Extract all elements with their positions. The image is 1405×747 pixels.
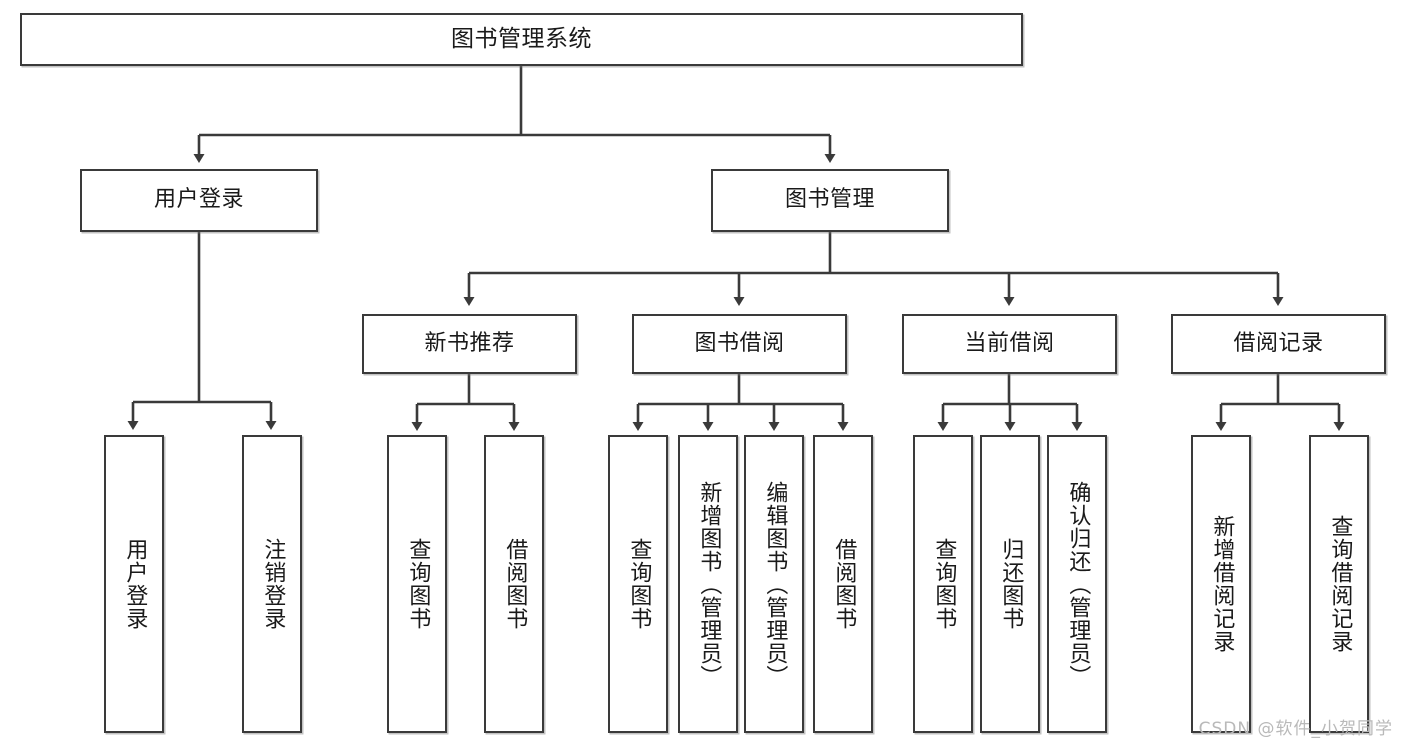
node-leaf-borrow-book-2-label: 借阅图书 — [831, 538, 857, 630]
node-leaf-query-record-label: 查询借阅记录 — [1327, 515, 1353, 653]
node-leaf-query-book-2-label: 查询图书 — [626, 538, 652, 630]
node-leaf-user-login-label: 用户登录 — [122, 538, 148, 630]
node-root[interactable]: 图书管理系统 — [20, 13, 1023, 66]
node-leaf-user-login[interactable]: 用户登录 — [104, 435, 164, 733]
node-borrow-record-label: 借阅记录 — [1233, 330, 1324, 356]
node-leaf-add-record-label: 新增借阅记录 — [1209, 515, 1235, 653]
node-leaf-query-book-1-label: 查询图书 — [405, 538, 431, 630]
node-leaf-add-book[interactable]: 新增图书（管理员） — [678, 435, 738, 733]
node-leaf-borrow-book-1[interactable]: 借阅图书 — [484, 435, 544, 733]
node-leaf-edit-book[interactable]: 编辑图书（管理员） — [744, 435, 804, 733]
node-book-borrow[interactable]: 图书借阅 — [632, 314, 847, 374]
node-leaf-confirm-return-label: 确认归还（管理员） — [1065, 480, 1091, 688]
node-leaf-query-record[interactable]: 查询借阅记录 — [1309, 435, 1369, 733]
node-leaf-add-record[interactable]: 新增借阅记录 — [1191, 435, 1251, 733]
node-user-login-label: 用户登录 — [153, 187, 244, 213]
node-leaf-edit-book-label: 编辑图书（管理员） — [762, 480, 788, 688]
node-leaf-add-book-label: 新增图书（管理员） — [696, 480, 722, 688]
csdn-watermark: CSDN @软件_小贺同学 — [1198, 719, 1393, 739]
node-leaf-borrow-book-2[interactable]: 借阅图书 — [813, 435, 873, 733]
node-leaf-confirm-return[interactable]: 确认归还（管理员） — [1047, 435, 1107, 733]
node-leaf-return-book[interactable]: 归还图书 — [980, 435, 1040, 733]
node-leaf-logout-login-label: 注销登录 — [260, 538, 286, 630]
node-leaf-query-book-3[interactable]: 查询图书 — [913, 435, 973, 733]
node-leaf-logout-login[interactable]: 注销登录 — [242, 435, 302, 733]
node-leaf-query-book-1[interactable]: 查询图书 — [387, 435, 447, 733]
node-leaf-query-book-3-label: 查询图书 — [931, 538, 957, 630]
node-book-borrow-label: 图书借阅 — [694, 330, 785, 356]
node-leaf-borrow-book-1-label: 借阅图书 — [502, 538, 528, 630]
node-user-login[interactable]: 用户登录 — [80, 169, 318, 232]
node-root-label: 图书管理系统 — [451, 25, 592, 52]
node-leaf-query-book-2[interactable]: 查询图书 — [608, 435, 668, 733]
node-new-book-recommend-label: 新书推荐 — [424, 330, 515, 356]
node-book-management[interactable]: 图书管理 — [711, 169, 949, 232]
node-current-borrow-label: 当前借阅 — [964, 330, 1055, 356]
node-book-management-label: 图书管理 — [784, 187, 875, 213]
node-borrow-record[interactable]: 借阅记录 — [1171, 314, 1386, 374]
node-leaf-return-book-label: 归还图书 — [998, 538, 1024, 630]
node-new-book-recommend[interactable]: 新书推荐 — [362, 314, 577, 374]
node-current-borrow[interactable]: 当前借阅 — [902, 314, 1117, 374]
